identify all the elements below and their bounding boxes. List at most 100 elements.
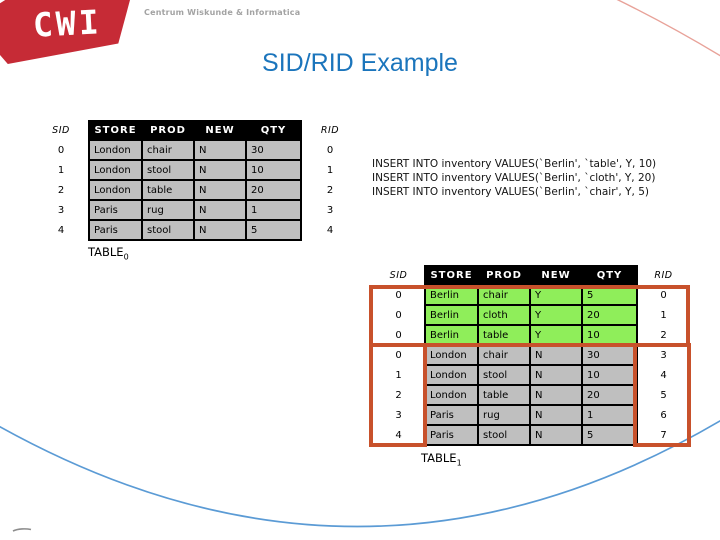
table1-sid-column: SID 0 0 0 0 1 2 3 4: [373, 267, 424, 444]
table0-cell: N: [195, 201, 245, 219]
table1-caption-sub: 1: [456, 458, 462, 468]
table0-header-qty: QTY: [247, 122, 300, 139]
table0-cell: Paris: [90, 221, 141, 239]
table1-cell: stool: [479, 366, 529, 384]
table0-caption-text: TABLE: [88, 245, 124, 259]
table1-inventory-table: STORE PROD NEW QTY Berlin chair Y 5 Berl…: [424, 265, 638, 446]
table0-cell: 10: [247, 161, 300, 179]
table0-cell: N: [195, 161, 245, 179]
table1-cell: Paris: [426, 406, 477, 424]
table0-sid-value: 4: [57, 224, 65, 236]
table1-rid-value: 2: [660, 329, 667, 341]
table1-cell: Y: [531, 326, 581, 344]
table1-cell: London: [426, 386, 477, 404]
table0-cell: 5: [247, 221, 300, 239]
table1-sid-value: 2: [395, 389, 402, 401]
table1-rid-column: RID 0 1 2 3 4 5 6 7: [638, 267, 689, 444]
table0-cell: Paris: [90, 201, 141, 219]
table1-cell: cloth: [479, 306, 529, 324]
table1-header-store: STORE: [426, 267, 477, 284]
sql-line: INSERT INTO inventory VALUES(`Berlin', `…: [372, 172, 656, 185]
table1-cell: Berlin: [426, 286, 477, 304]
table0-cell: N: [195, 221, 245, 239]
table1-sid-value: 3: [395, 409, 402, 421]
table1-rid-value: 1: [660, 309, 667, 321]
table1-sid-value: 4: [395, 429, 402, 441]
table0-header-prod: PROD: [143, 122, 193, 139]
table0-rid-header: RID: [320, 125, 340, 136]
table1-cell: 1: [583, 406, 636, 424]
table0-rid-value: 4: [326, 224, 334, 236]
table1-sid-value: 1: [395, 369, 402, 381]
table1-cell: Paris: [426, 426, 477, 444]
table1-cell: 10: [583, 326, 636, 344]
table1-cell: Y: [531, 286, 581, 304]
table0-rid-value: 2: [326, 184, 334, 196]
table0-sid-value: 1: [57, 164, 65, 176]
table0-header-store: STORE: [90, 122, 141, 139]
table1-header-qty: QTY: [583, 267, 636, 284]
table0-rid-value: 3: [326, 204, 334, 216]
table0-caption: TABLE0: [88, 245, 129, 261]
table0-sid-value: 3: [57, 204, 65, 216]
table0-cell: stool: [143, 221, 193, 239]
table1-cell: rug: [479, 406, 529, 424]
table1-cell: table: [479, 386, 529, 404]
table0-caption-sub: 0: [123, 252, 129, 262]
table1-rid-value: 5: [660, 389, 667, 401]
annotation-box-rid-column: [633, 343, 691, 447]
table1-cell: London: [426, 346, 477, 364]
table0-rid-value: 1: [326, 164, 334, 176]
table0-sid-value: 2: [57, 184, 65, 196]
annotation-box-sid-column: [369, 343, 427, 447]
table1-cell: Berlin: [426, 326, 477, 344]
table0-inventory-table: STORE PROD NEW QTY London chair N 30 Lon…: [88, 120, 302, 241]
table0-cell: 30: [247, 141, 300, 159]
table0-rid-column: RID 0 1 2 3 4: [302, 122, 358, 239]
table1-sid-value: 0: [395, 349, 402, 361]
table1-header-new: NEW: [531, 267, 581, 284]
table0-sid-header: SID: [52, 125, 70, 136]
table0-cell: chair: [143, 141, 193, 159]
sql-statements: INSERT INTO inventory VALUES(`Berlin', `…: [372, 157, 656, 200]
gray-dash: [12, 528, 32, 532]
table1-sid-value: 0: [395, 289, 402, 301]
table0-cell: N: [195, 181, 245, 199]
table1-cell: 30: [583, 346, 636, 364]
table1-cell: N: [531, 406, 581, 424]
table1-cell: Y: [531, 306, 581, 324]
table1-cell: Berlin: [426, 306, 477, 324]
table0-cell: table: [143, 181, 193, 199]
annotation-box-inserted-rows: [369, 285, 690, 347]
table1-rid-value: 4: [660, 369, 667, 381]
org-name: Centrum Wiskunde & Informatica: [144, 8, 301, 17]
table1-sid-header: SID: [389, 270, 408, 281]
table1-cell: 20: [583, 386, 636, 404]
table1-rid-value: 3: [660, 349, 667, 361]
page-title: SID/RID Example: [262, 49, 458, 77]
table1-caption-text: TABLE: [421, 451, 457, 465]
table0-header-new: NEW: [195, 122, 245, 139]
table1-rid-value: 6: [660, 409, 667, 421]
table0-sid-value: 0: [57, 144, 65, 156]
table0-cell: 1: [247, 201, 300, 219]
table1-cell: chair: [479, 346, 529, 364]
table1-cell: stool: [479, 426, 529, 444]
sql-line: INSERT INTO inventory VALUES(`Berlin', `…: [372, 186, 649, 199]
table1-sid-value: 0: [395, 329, 402, 341]
table1-rid-header: RID: [654, 270, 673, 281]
table1-cell: N: [531, 346, 581, 364]
table1-rid-value: 7: [660, 429, 667, 441]
table1-cell: London: [426, 366, 477, 384]
table1-cell: table: [479, 326, 529, 344]
table0-cell: N: [195, 141, 245, 159]
table1-cell: 20: [583, 306, 636, 324]
table0-cell: rug: [143, 201, 193, 219]
table1-cell: chair: [479, 286, 529, 304]
table0-rid-value: 0: [326, 144, 334, 156]
table1-header-prod: PROD: [479, 267, 529, 284]
table0-cell: London: [90, 141, 141, 159]
table1-cell: N: [531, 426, 581, 444]
table1-cell: 5: [583, 286, 636, 304]
